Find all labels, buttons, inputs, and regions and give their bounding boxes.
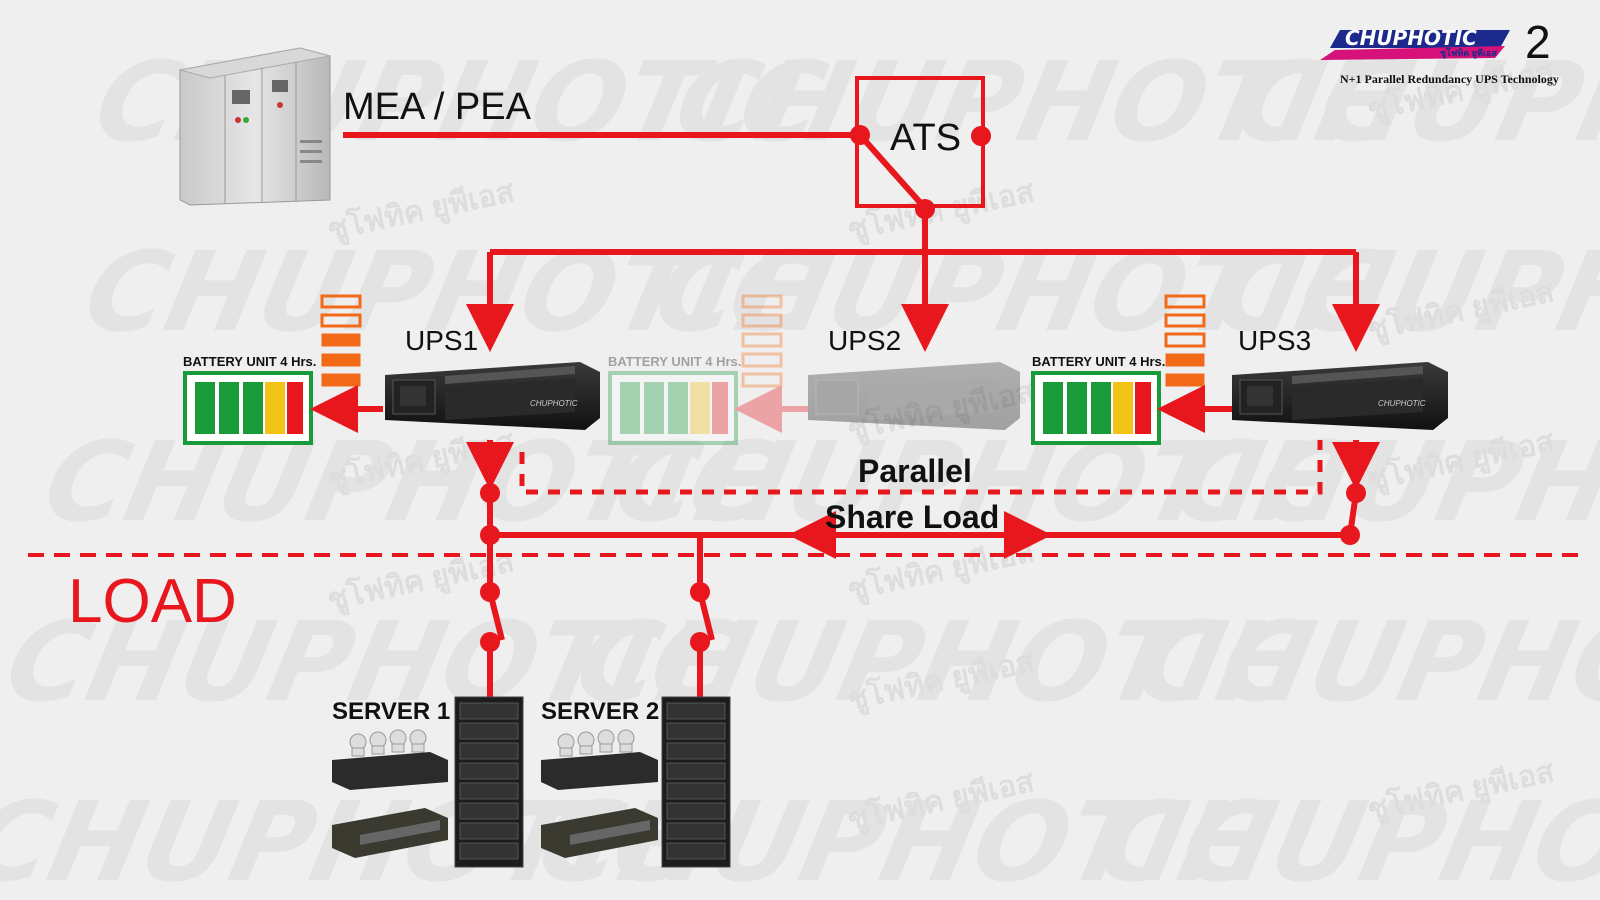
- ups-label: UPS1: [405, 325, 478, 356]
- logo-text: CHUPHOTIC: [1345, 26, 1477, 50]
- watermark-text: CHUPHOTIC: [1087, 779, 1600, 900]
- logo-subtext: ชูโฟทิค ยูพีเอส: [1440, 47, 1497, 59]
- watermark-text: CHUPHOTIC: [604, 419, 1356, 547]
- server-group-1: SERVER 1: [332, 696, 524, 868]
- rack-ups-icon: CHUPHOTIC: [1232, 362, 1448, 430]
- switchboard-cabinet-icon: [179, 47, 331, 206]
- ups-label: UPS3: [1238, 325, 1311, 356]
- battery-icon: [183, 371, 313, 445]
- battery-label: BATTERY UNIT 4 Hrs.: [183, 354, 316, 369]
- parallel-label: Parallel: [858, 453, 972, 489]
- share-load-label: Share Load: [825, 499, 999, 535]
- ups-unit-2: BATTERY UNIT 4 Hrs.: [608, 294, 1020, 445]
- bus-junction-dots: [480, 483, 1366, 545]
- watermark-text: CHUPHOTIC: [1225, 39, 1600, 167]
- charge-level-icon: [741, 294, 783, 388]
- page-number: 2: [1525, 16, 1551, 68]
- network-switch-icon: [541, 808, 658, 858]
- network-switch-icon: [332, 808, 448, 858]
- server-group-2: SERVER 2: [541, 696, 731, 868]
- input-distribution-lines: [466, 209, 1380, 352]
- battery-label: BATTERY UNIT 4 Hrs.: [1032, 354, 1165, 369]
- ats-switch: [850, 76, 991, 219]
- rack-ups-icon: [808, 362, 1020, 430]
- server-rack-icon: [661, 696, 731, 868]
- watermark-text: CHUPHOTIC: [34, 419, 786, 547]
- svg-text:CHUPHOTIC: CHUPHOTIC: [1378, 399, 1426, 408]
- charge-level-icon: [1164, 294, 1206, 387]
- logo-swoosh-icon: [1330, 30, 1510, 48]
- watermark-text: CHUPHOTIC: [0, 599, 748, 727]
- server-label: SERVER 2: [541, 698, 659, 725]
- charge-level-icon: [320, 294, 362, 387]
- watermark-text: CHUPHOTIC: [1164, 419, 1600, 547]
- ups-unit-1: BATTERY UNIT 4 Hrs. UPS1 CHUPHOTIC: [183, 294, 600, 445]
- ups-label: UPS2: [828, 325, 901, 356]
- logo-swoosh-icon: [1320, 46, 1505, 60]
- server-rack-icon: [454, 696, 524, 868]
- ups-unit-3: BATTERY UNIT 4 Hrs. UPS3 CHUPHOTIC: [1031, 294, 1448, 445]
- brand-logo: CHUPHOTIC ชูโฟทิค ยูพีเอส 2 N+1 Parallel…: [1320, 16, 1559, 86]
- rack-ups-icon: CHUPHOTIC: [385, 362, 600, 430]
- battery-icon: [1031, 371, 1161, 445]
- breaker-switch-2: [690, 582, 715, 698]
- load-label: LOAD: [68, 567, 237, 636]
- cctv-dvr-icon: [332, 729, 448, 790]
- breaker-switch-1: [480, 582, 505, 698]
- battery-label: BATTERY UNIT 4 Hrs.: [608, 354, 741, 369]
- ats-label: ATS: [890, 117, 961, 159]
- cctv-dvr-icon: [541, 729, 658, 790]
- battery-icon: [608, 371, 738, 445]
- server-label: SERVER 1: [332, 698, 450, 725]
- utility-label: MEA / PEA: [343, 86, 532, 128]
- watermark-text: CHUPHOTIC: [1126, 599, 1600, 727]
- watermark-text: CHUPHOTIC: [665, 39, 1417, 167]
- page-subtitle: N+1 Parallel Redundancy UPS Technology: [1340, 72, 1559, 86]
- svg-text:CHUPHOTIC: CHUPHOTIC: [530, 399, 578, 408]
